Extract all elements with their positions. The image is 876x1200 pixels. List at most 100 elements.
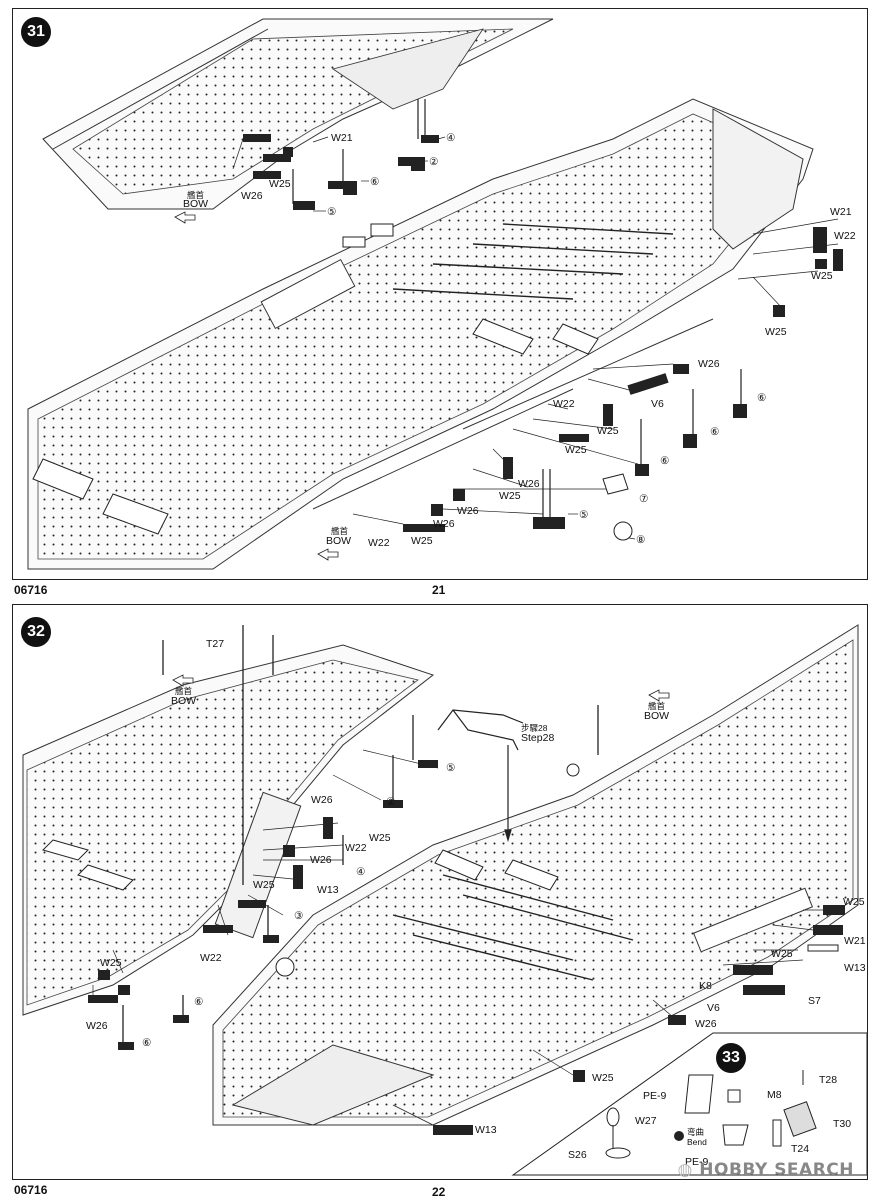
label-w22: W22 xyxy=(368,537,390,549)
label-v6: V6 xyxy=(651,398,664,410)
bow-arrow-lower: 艦首 BOW xyxy=(317,526,351,561)
label-w26: W26 xyxy=(241,190,263,202)
masts xyxy=(292,99,742,521)
label-w25: W25 xyxy=(811,270,833,282)
label-w13: W13 xyxy=(317,884,339,896)
label-w25: W25 xyxy=(565,444,587,456)
lower-ship-deck xyxy=(27,98,814,570)
label-w26: W26 xyxy=(457,505,479,517)
label-w26: W26 xyxy=(311,794,333,806)
label-w21: W21 xyxy=(844,935,866,947)
label-6: ⑥ xyxy=(757,392,767,404)
label-k8: K8 xyxy=(699,980,712,992)
label-w27: W27 xyxy=(635,1115,657,1127)
label-bend-en: Bend xyxy=(687,1137,707,1147)
leader-lines xyxy=(92,749,843,1126)
svg-text:艦首: 艦首 xyxy=(187,190,205,200)
label-7: ⑦ xyxy=(639,493,649,505)
svg-text:艦首: 艦首 xyxy=(648,701,666,711)
catalog-number: 06716 xyxy=(14,1183,48,1197)
label-2: ② xyxy=(386,796,396,808)
label-w25: W25 xyxy=(843,896,865,908)
label-w21: W21 xyxy=(331,132,353,144)
label-6: ⑥ xyxy=(710,426,720,438)
label-w26: W26 xyxy=(310,854,332,866)
label-t28: T28 xyxy=(819,1074,837,1086)
label-4: ④ xyxy=(446,132,456,144)
step-number-badge: 32 xyxy=(21,617,51,647)
label-pe9: PE-9 xyxy=(685,1156,709,1168)
svg-text:艦首: 艦首 xyxy=(175,686,193,696)
label-w22: W22 xyxy=(553,398,575,410)
label-5: ⑤ xyxy=(327,206,337,218)
part-stacks xyxy=(243,134,843,532)
label-pe9: PE-9 xyxy=(643,1090,667,1102)
label-w26: W26 xyxy=(433,518,455,530)
label-w22: W22 xyxy=(834,230,856,242)
label-w25: W25 xyxy=(765,326,787,338)
svg-text:艦首: 艦首 xyxy=(331,526,349,536)
crane-part xyxy=(437,709,524,843)
label-w25: W25 xyxy=(499,490,521,502)
svg-text:BOW: BOW xyxy=(644,710,669,722)
instruction-page-22: 艦首 BOW 艦首 BOW 步驟28 Step28 M8 T2 xyxy=(12,604,868,1180)
part-labels: T27 ⑤ W26 ② W25 W22 W26 ④ W25 W13 ③ W22 … xyxy=(86,638,866,1168)
label-s7: S7 xyxy=(808,995,821,1007)
label-6: ⑥ xyxy=(660,455,670,467)
label-w25: W25 xyxy=(369,832,391,844)
upper-ship-deck xyxy=(42,18,554,210)
bow-arrow-right: 艦首 BOW xyxy=(644,689,670,722)
catalog-number: 06716 xyxy=(14,583,48,597)
label-w25: W25 xyxy=(269,178,291,190)
svg-text:M8: M8 xyxy=(767,1089,782,1101)
label-8: ⑧ xyxy=(636,534,646,546)
label-6: ⑥ xyxy=(142,1037,152,1049)
label-w25: W25 xyxy=(253,879,275,891)
label-5: ⑤ xyxy=(579,509,589,521)
bow-arrow-upper: 艦首 BOW xyxy=(174,190,208,224)
small-parts xyxy=(342,223,633,541)
label-w25: W25 xyxy=(411,535,433,547)
part-labels: W21 W25 W26 ④ ② ⑥ ⑤ W21 W22 W25 W25 W26 … xyxy=(241,132,856,549)
label-t24: T24 xyxy=(791,1143,809,1155)
step-32-diagram: 艦首 BOW 艦首 BOW 步驟28 Step28 M8 T2 xyxy=(22,624,867,1176)
label-bend-cn: 弯曲 xyxy=(687,1127,704,1137)
label-5: ⑤ xyxy=(446,762,456,774)
label-t27: T27 xyxy=(206,638,224,650)
label-w21: W21 xyxy=(830,206,852,218)
instruction-page-21: 艦首 BOW 艦首 BOW W21 W25 W26 ④ ② ⑥ ⑤ W21 W2… xyxy=(12,8,868,580)
bow-arrow-left: 艦首 BOW xyxy=(171,674,196,707)
left-ship-deck xyxy=(22,644,435,1016)
step-number-badge-inset: 33 xyxy=(716,1043,746,1073)
label-w25: W25 xyxy=(592,1072,614,1084)
label-w13: W13 xyxy=(475,1124,497,1136)
step-31-diagram: 艦首 BOW 艦首 BOW W21 W25 W26 ④ ② ⑥ ⑤ W21 W2… xyxy=(27,18,856,570)
label-w13: W13 xyxy=(844,962,866,974)
label-v6: V6 xyxy=(707,1002,720,1014)
label-3: ③ xyxy=(294,910,304,922)
label-4: ④ xyxy=(356,866,366,878)
label-w22: W22 xyxy=(200,952,222,964)
label-w22: W22 xyxy=(345,842,367,854)
page-number: 22 xyxy=(432,1185,446,1199)
right-ship-deck xyxy=(212,624,859,1126)
label-s26: S26 xyxy=(568,1149,587,1161)
label-6: ⑥ xyxy=(194,996,204,1008)
svg-text:BOW: BOW xyxy=(183,198,208,210)
label-w25: W25 xyxy=(597,425,619,437)
step-33-inset: M8 xyxy=(511,1032,867,1176)
page-number: 21 xyxy=(432,583,446,597)
leader-lines xyxy=(232,136,839,540)
svg-text:BOW: BOW xyxy=(171,695,196,707)
label-w26: W26 xyxy=(86,1020,108,1032)
label-w26: W26 xyxy=(695,1018,717,1030)
label-w25: W25 xyxy=(771,948,793,960)
label-2: ② xyxy=(429,156,439,168)
step28-en: Step28 xyxy=(521,732,554,744)
label-w26: W26 xyxy=(698,358,720,370)
label-w26: W26 xyxy=(518,478,540,490)
label-6: ⑥ xyxy=(370,176,380,188)
svg-text:BOW: BOW xyxy=(326,535,351,547)
label-w25: W25 xyxy=(100,957,122,969)
hobby-search-watermark: ◍ HOBBY SEARCH xyxy=(677,1160,854,1180)
